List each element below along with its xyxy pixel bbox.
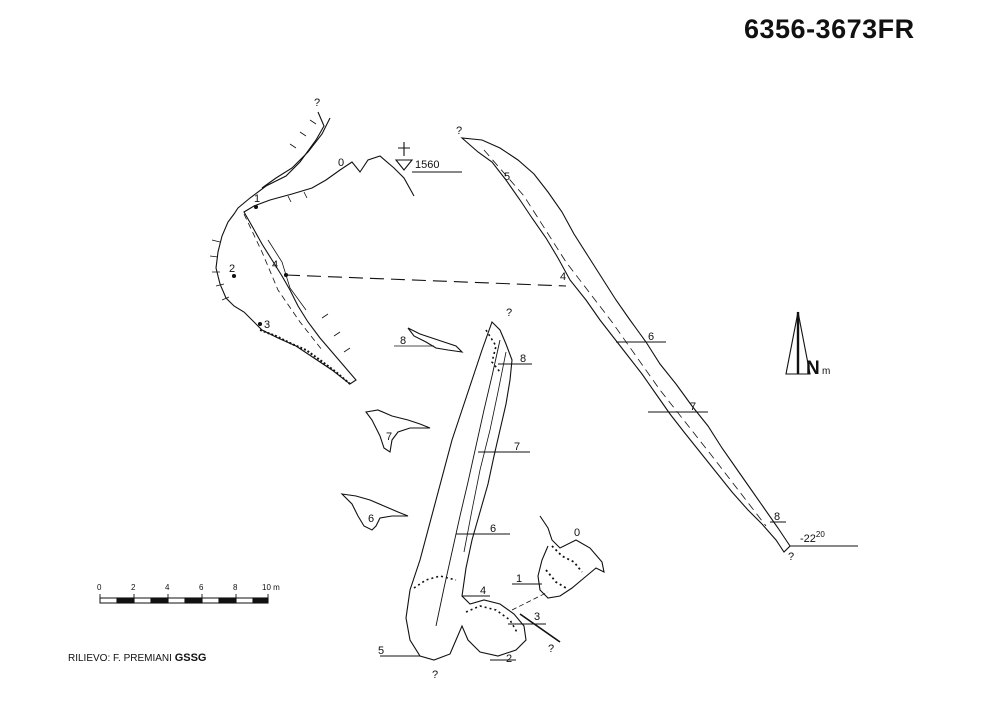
section-station-5: 5	[378, 645, 384, 657]
section-station-4: 4	[480, 585, 486, 597]
cross-section-8	[407, 327, 464, 353]
scale-bar: 0 2 4 6 8 10 m	[97, 583, 280, 604]
section-station-8: 8	[520, 353, 526, 365]
plan-station-3: 3	[264, 319, 270, 331]
profile-inner-line	[483, 149, 767, 527]
plan-unknown-mark: ?	[314, 97, 320, 109]
scale-tick-10: 10 m	[262, 583, 280, 592]
plan-inner-line	[243, 213, 323, 351]
plan-station-4: 4	[272, 259, 278, 271]
entrance-station-1: 1	[516, 573, 522, 585]
section-plan-inner	[435, 339, 501, 627]
cave-code-title: 6356-3673FR	[744, 14, 915, 44]
plan-pebbles	[259, 329, 351, 385]
entrance-station-0: 0	[574, 527, 580, 539]
profile-station-7: 7	[690, 401, 696, 413]
scale-tick-4: 4	[165, 583, 170, 592]
section-plan-rubble	[413, 329, 519, 635]
north-label: N	[806, 358, 820, 379]
profile-station-6: 6	[648, 331, 654, 343]
entrance-rubble	[545, 545, 583, 589]
profile-unknown-top: ?	[456, 125, 462, 137]
credits-prefix: RILIEVO: F. PREMIANI	[68, 653, 172, 664]
section-station-2: 2	[506, 653, 512, 665]
plan-elevation: 1560	[415, 159, 439, 171]
section-station-3: 3	[534, 611, 540, 623]
plan-station-2: 2	[229, 263, 235, 275]
section-unknown-bottom: ?	[432, 669, 438, 681]
scale-bar-segment	[252, 597, 269, 604]
plan-station-1: 1	[254, 193, 260, 205]
scale-bar-segment	[218, 597, 237, 604]
scale-bar-segment	[116, 597, 135, 604]
station-point	[253, 204, 259, 210]
section-exit-line	[519, 613, 561, 643]
profile-station-5: 5	[504, 171, 510, 183]
scale-tick-0: 0	[97, 583, 102, 592]
section-link-line	[511, 591, 549, 611]
plan-hachures	[209, 119, 351, 353]
cross-section-7	[365, 409, 431, 453]
section-station-7: 7	[514, 441, 520, 453]
scale-bar-segment	[150, 597, 169, 604]
plan-outline	[215, 111, 415, 385]
profile-outline	[460, 137, 791, 553]
elevation-marker-icon	[394, 142, 462, 173]
station-point	[257, 321, 263, 327]
cross-section-label-7: 7	[386, 431, 392, 443]
scale-tick-2: 2	[131, 583, 136, 592]
plan-wall-left	[261, 117, 331, 189]
survey-credits: RILIEVO: F. PREMIANI GSSG	[68, 652, 207, 664]
plan-station-0: 0	[338, 157, 344, 169]
station-point	[231, 273, 237, 279]
profile-station-8: 8	[774, 511, 780, 523]
section-station-6: 6	[490, 523, 496, 535]
section-station-ticks	[380, 363, 546, 661]
scale-tick-8: 8	[233, 583, 238, 592]
cross-section-label-6: 6	[368, 513, 374, 525]
section-plan-inner-2	[463, 351, 507, 553]
profile-unknown-bottom: ?	[788, 551, 794, 563]
north-sub: m	[822, 366, 830, 377]
plan-view: 1560 0 1 2 3 4 ?	[209, 97, 462, 385]
cross-section-6	[340, 493, 409, 531]
section-plan-outline	[405, 320, 527, 661]
scale-bar-ticks	[99, 594, 269, 598]
section-plan-view: 8 7 6 4 3 2 5 ? ? ? 1 0	[378, 307, 605, 681]
depth-main: -22	[800, 533, 816, 545]
depth-super: 20	[816, 530, 825, 539]
scale-tick-6: 6	[199, 583, 204, 592]
profile-view: 5 4 6 7 8 ? ? -2220	[456, 125, 858, 563]
connection-dashed-line	[285, 274, 567, 287]
cross-section-label-8: 8	[400, 335, 406, 347]
entrance-outline	[537, 515, 605, 599]
profile-station-4: 4	[560, 271, 566, 283]
profile-depth-value: -2220	[800, 530, 825, 545]
north-arrow: N m	[785, 311, 830, 379]
section-unknown-top: ?	[506, 307, 512, 319]
profile-station-ticks	[616, 341, 786, 523]
credits-organization: GSSG	[174, 652, 207, 664]
section-unknown-right: ?	[548, 643, 554, 655]
cross-sections: 8 7 6	[340, 327, 464, 531]
scale-bar-segment	[184, 597, 203, 604]
